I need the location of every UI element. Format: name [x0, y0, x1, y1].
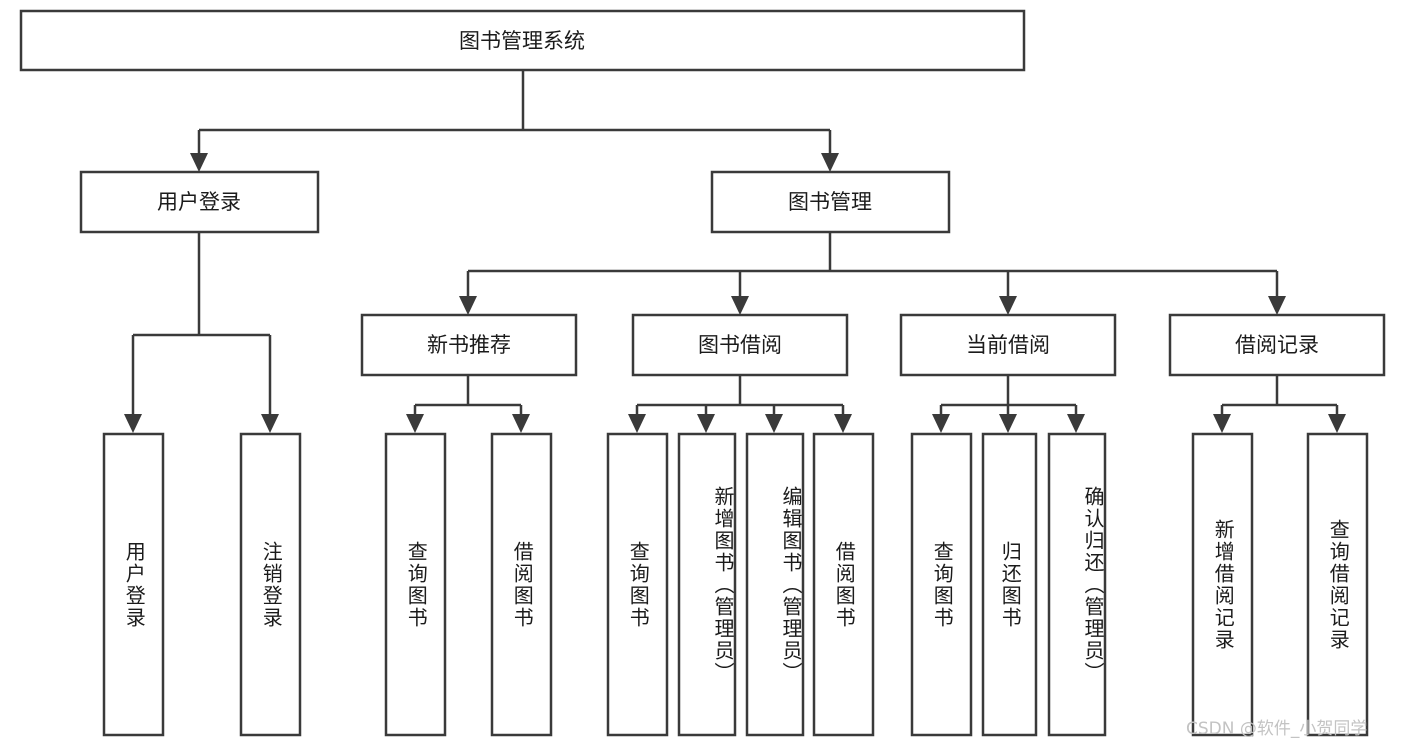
arrowhead-records-leaf-1 — [1213, 414, 1231, 433]
arrowhead-current-leaf-2 — [999, 414, 1017, 433]
leaf-box-current-return-book[interactable] — [981, 432, 1038, 737]
arrowhead-recommend-leaf-2 — [512, 414, 530, 433]
node-book-borrow-label: 图书借阅 — [698, 333, 782, 357]
node-borrow-records-box[interactable] — [1168, 313, 1386, 377]
arrowhead-borrow-leaf-2 — [697, 414, 715, 433]
leaf-box-borrow-edit-book[interactable] — [745, 432, 805, 737]
leaf-box-borrow-borrow-book[interactable] — [812, 432, 875, 737]
arrowhead-borrow-leaf-1 — [628, 414, 646, 433]
leaf-box-recommend-query-book[interactable] — [384, 432, 447, 737]
leaf-box-current-confirm-return[interactable] — [1047, 432, 1107, 737]
leaf-box-logout[interactable] — [239, 432, 302, 737]
node-user-login-label: 用户登录 — [157, 190, 241, 214]
leaf-box-records-add[interactable] — [1191, 432, 1254, 737]
node-current-borrow-label: 当前借阅 — [966, 333, 1050, 357]
node-root-label: 图书管理系统 — [459, 29, 585, 53]
arrowhead-new-book-recommend — [459, 296, 477, 315]
arrowhead-leaf-logout — [261, 414, 279, 433]
leaf-box-current-query-book[interactable] — [910, 432, 973, 737]
leaf-box-user-login[interactable] — [102, 432, 165, 737]
arrowhead-leaf-user-login — [124, 414, 142, 433]
node-book-manage-box[interactable] — [710, 170, 951, 234]
arrowhead-book-borrow — [731, 296, 749, 315]
node-new-book-recommend-box[interactable] — [360, 313, 578, 377]
leaf-box-records-query[interactable] — [1306, 432, 1369, 737]
node-borrow-records-label: 借阅记录 — [1235, 333, 1319, 357]
arrowhead-current-borrow — [999, 296, 1017, 315]
arrowhead-book-manage — [821, 153, 839, 172]
node-new-book-recommend-label: 新书推荐 — [427, 333, 511, 357]
arrowhead-current-leaf-3 — [1067, 414, 1085, 433]
leaf-box-recommend-borrow-book[interactable] — [490, 432, 553, 737]
arrowhead-current-leaf-1 — [932, 414, 950, 433]
arrowhead-records-leaf-2 — [1328, 414, 1346, 433]
arrowhead-borrow-leaf-4 — [834, 414, 852, 433]
arrowhead-borrow-leaf-3 — [765, 414, 783, 433]
leaf-box-borrow-add-book[interactable] — [677, 432, 737, 737]
arrowhead-borrow-records — [1268, 296, 1286, 315]
node-book-borrow-box[interactable] — [631, 313, 849, 377]
leaf-box-borrow-query-book[interactable] — [606, 432, 669, 737]
node-current-borrow-box[interactable] — [899, 313, 1117, 377]
node-root-box[interactable] — [19, 9, 1026, 72]
arrowhead-user-login — [190, 153, 208, 172]
csdn-watermark: CSDN @软件_小贺同学 — [1186, 719, 1368, 739]
node-book-manage-label: 图书管理 — [788, 190, 872, 214]
arrowhead-recommend-leaf-1 — [406, 414, 424, 433]
